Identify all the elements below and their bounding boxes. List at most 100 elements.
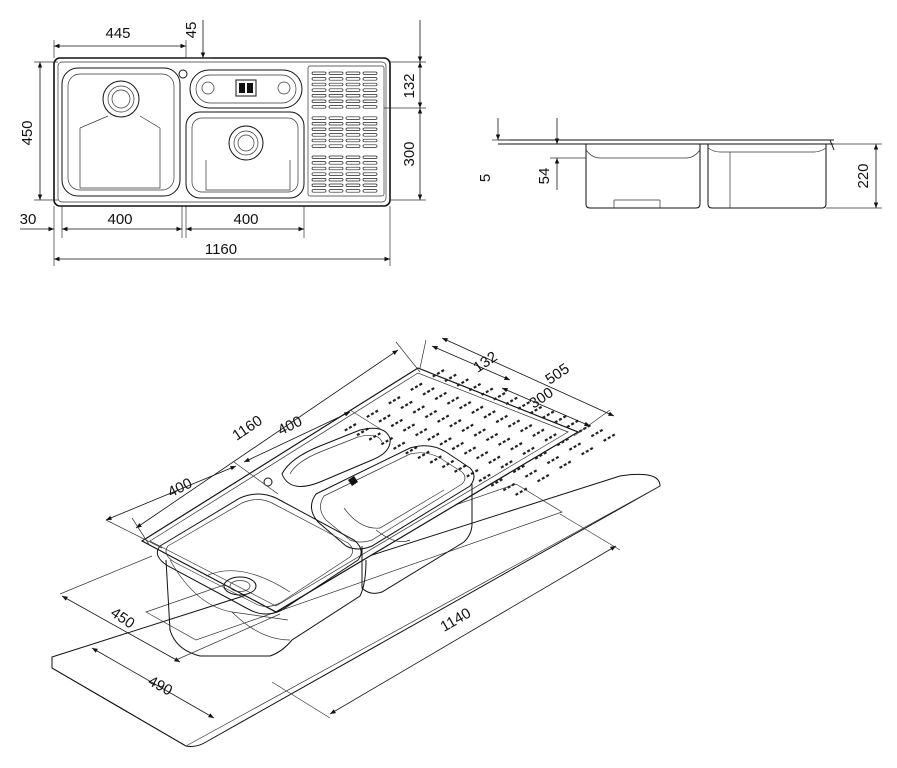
dim-400-left: 400: [107, 211, 132, 228]
drainer-slot: [328, 77, 344, 81]
top-view: 445 45 450 30 400 400 1160 132: [19, 20, 426, 266]
top-left-bowl: [61, 67, 181, 197]
iso-drainer-slot: [448, 419, 462, 428]
iso-dim-400-a: 400: [165, 475, 195, 501]
iso-drainer-slot: [426, 432, 440, 442]
iso-drainer-slot: [546, 455, 560, 465]
drainer-slot: [362, 82, 378, 87]
top-drainer: [307, 65, 385, 197]
iso-drainer-slot: [465, 469, 479, 478]
tap-hole-icon: [178, 69, 188, 79]
iso-drainer-slot: [502, 482, 516, 492]
drainer-slot: [362, 172, 378, 176]
drainer-slot: [328, 178, 344, 182]
iso-drainer-slot: [521, 446, 535, 456]
iso-view: 1160 400 400 132 505 300 450 490 11: [51, 337, 661, 747]
iso-drainer-slot: [441, 459, 455, 469]
drainer-slot: [362, 183, 378, 187]
drainer-slot: [311, 105, 327, 109]
iso-drainer-slot: [541, 410, 555, 420]
iso-drainer-slot: [511, 464, 525, 474]
dim-220: 220: [855, 163, 872, 188]
iso-drainer-slot: [553, 415, 567, 424]
drainer-slot: [311, 77, 327, 81]
drainer-slot: [311, 161, 327, 165]
drainer-slot: [328, 105, 344, 109]
drainer-slot: [345, 127, 361, 131]
iso-drainer-slot: [438, 437, 452, 447]
iso-drainer-slot: [590, 428, 604, 438]
iso-drainer-slot: [565, 419, 579, 429]
dim-45: 45: [183, 22, 200, 39]
waste-left-icon: [102, 80, 140, 118]
drainer-slot: [328, 82, 344, 87]
drainer-slot: [345, 189, 361, 193]
drainer-slot: [345, 144, 361, 148]
drainer-slot: [362, 166, 378, 171]
iso-drainer-slot: [489, 478, 503, 488]
drainer-slot: [311, 99, 327, 103]
drainer-slot: [362, 116, 378, 120]
side-view: 5 54 220: [477, 118, 882, 209]
drainer-slot: [362, 94, 378, 98]
drainer-slot: [345, 133, 361, 137]
drainer-slot: [345, 155, 361, 159]
drainer-slot: [311, 178, 327, 182]
iso-drainer-slot: [477, 473, 491, 483]
iso-waste-icon: [223, 576, 257, 596]
drainer-slot: [328, 94, 344, 98]
iso-drainer-slot: [492, 392, 506, 401]
dim-5: 5: [477, 174, 494, 182]
iso-drainer-slot: [504, 396, 518, 406]
iso-drainer-slot: [487, 455, 501, 465]
iso-drainer-slot: [409, 382, 423, 392]
dim-445: 445: [105, 25, 130, 42]
drainer-slot: [311, 172, 327, 176]
top-small-bowl: [189, 69, 303, 109]
iso-drainer-slot: [436, 414, 450, 424]
drainer-slot: [311, 138, 327, 143]
dim-30: 30: [20, 211, 37, 228]
iso-drainer-slot: [531, 428, 545, 438]
drainer-slot: [345, 166, 361, 171]
waste-right-icon: [228, 125, 264, 161]
drainer-slot: [328, 138, 344, 143]
drainer-slot: [328, 161, 344, 165]
drainer-slot: [362, 71, 378, 75]
drainer-slot: [345, 183, 361, 187]
drainer-slot: [345, 122, 361, 126]
drainer-slot: [345, 138, 361, 143]
iso-dim-490: 490: [145, 673, 175, 700]
drainer-slot: [345, 178, 361, 182]
drainer-slot: [345, 105, 361, 109]
iso-drainer-slot: [416, 450, 430, 460]
iso-drainer-slot: [450, 441, 464, 451]
iso-drainer-slot: [402, 423, 416, 433]
iso-drainer-slot: [411, 405, 425, 415]
drainer-slot: [311, 116, 327, 120]
iso-drainer-slot: [497, 437, 511, 447]
iso-drainer-slot: [424, 409, 438, 419]
drainer-slot: [328, 183, 344, 187]
iso-drainer-slot: [536, 473, 550, 483]
iso-drainer-slot: [485, 432, 499, 442]
iso-drainer-slot: [524, 469, 538, 479]
iso-drainer-slot: [472, 428, 486, 438]
drainer-slot: [345, 88, 361, 92]
drainer-slot: [311, 82, 327, 87]
drainer-slot: [362, 122, 378, 126]
drainer-slot: [345, 172, 361, 176]
iso-drainer-slot: [558, 460, 572, 470]
drainer-slot: [328, 88, 344, 92]
iso-drainer-slot: [404, 446, 418, 455]
iso-drainer-slot: [533, 451, 547, 461]
drainer-slot: [328, 127, 344, 131]
drainer-slot: [328, 155, 344, 159]
iso-drainer-slot: [580, 446, 594, 456]
side-bowl-right: [707, 144, 827, 209]
drainer-slot: [328, 144, 344, 148]
iso-drainer-slot: [453, 464, 467, 474]
iso-drainer-slot: [414, 427, 428, 437]
drainer-slot: [362, 99, 378, 103]
drainer-slot: [362, 189, 378, 193]
